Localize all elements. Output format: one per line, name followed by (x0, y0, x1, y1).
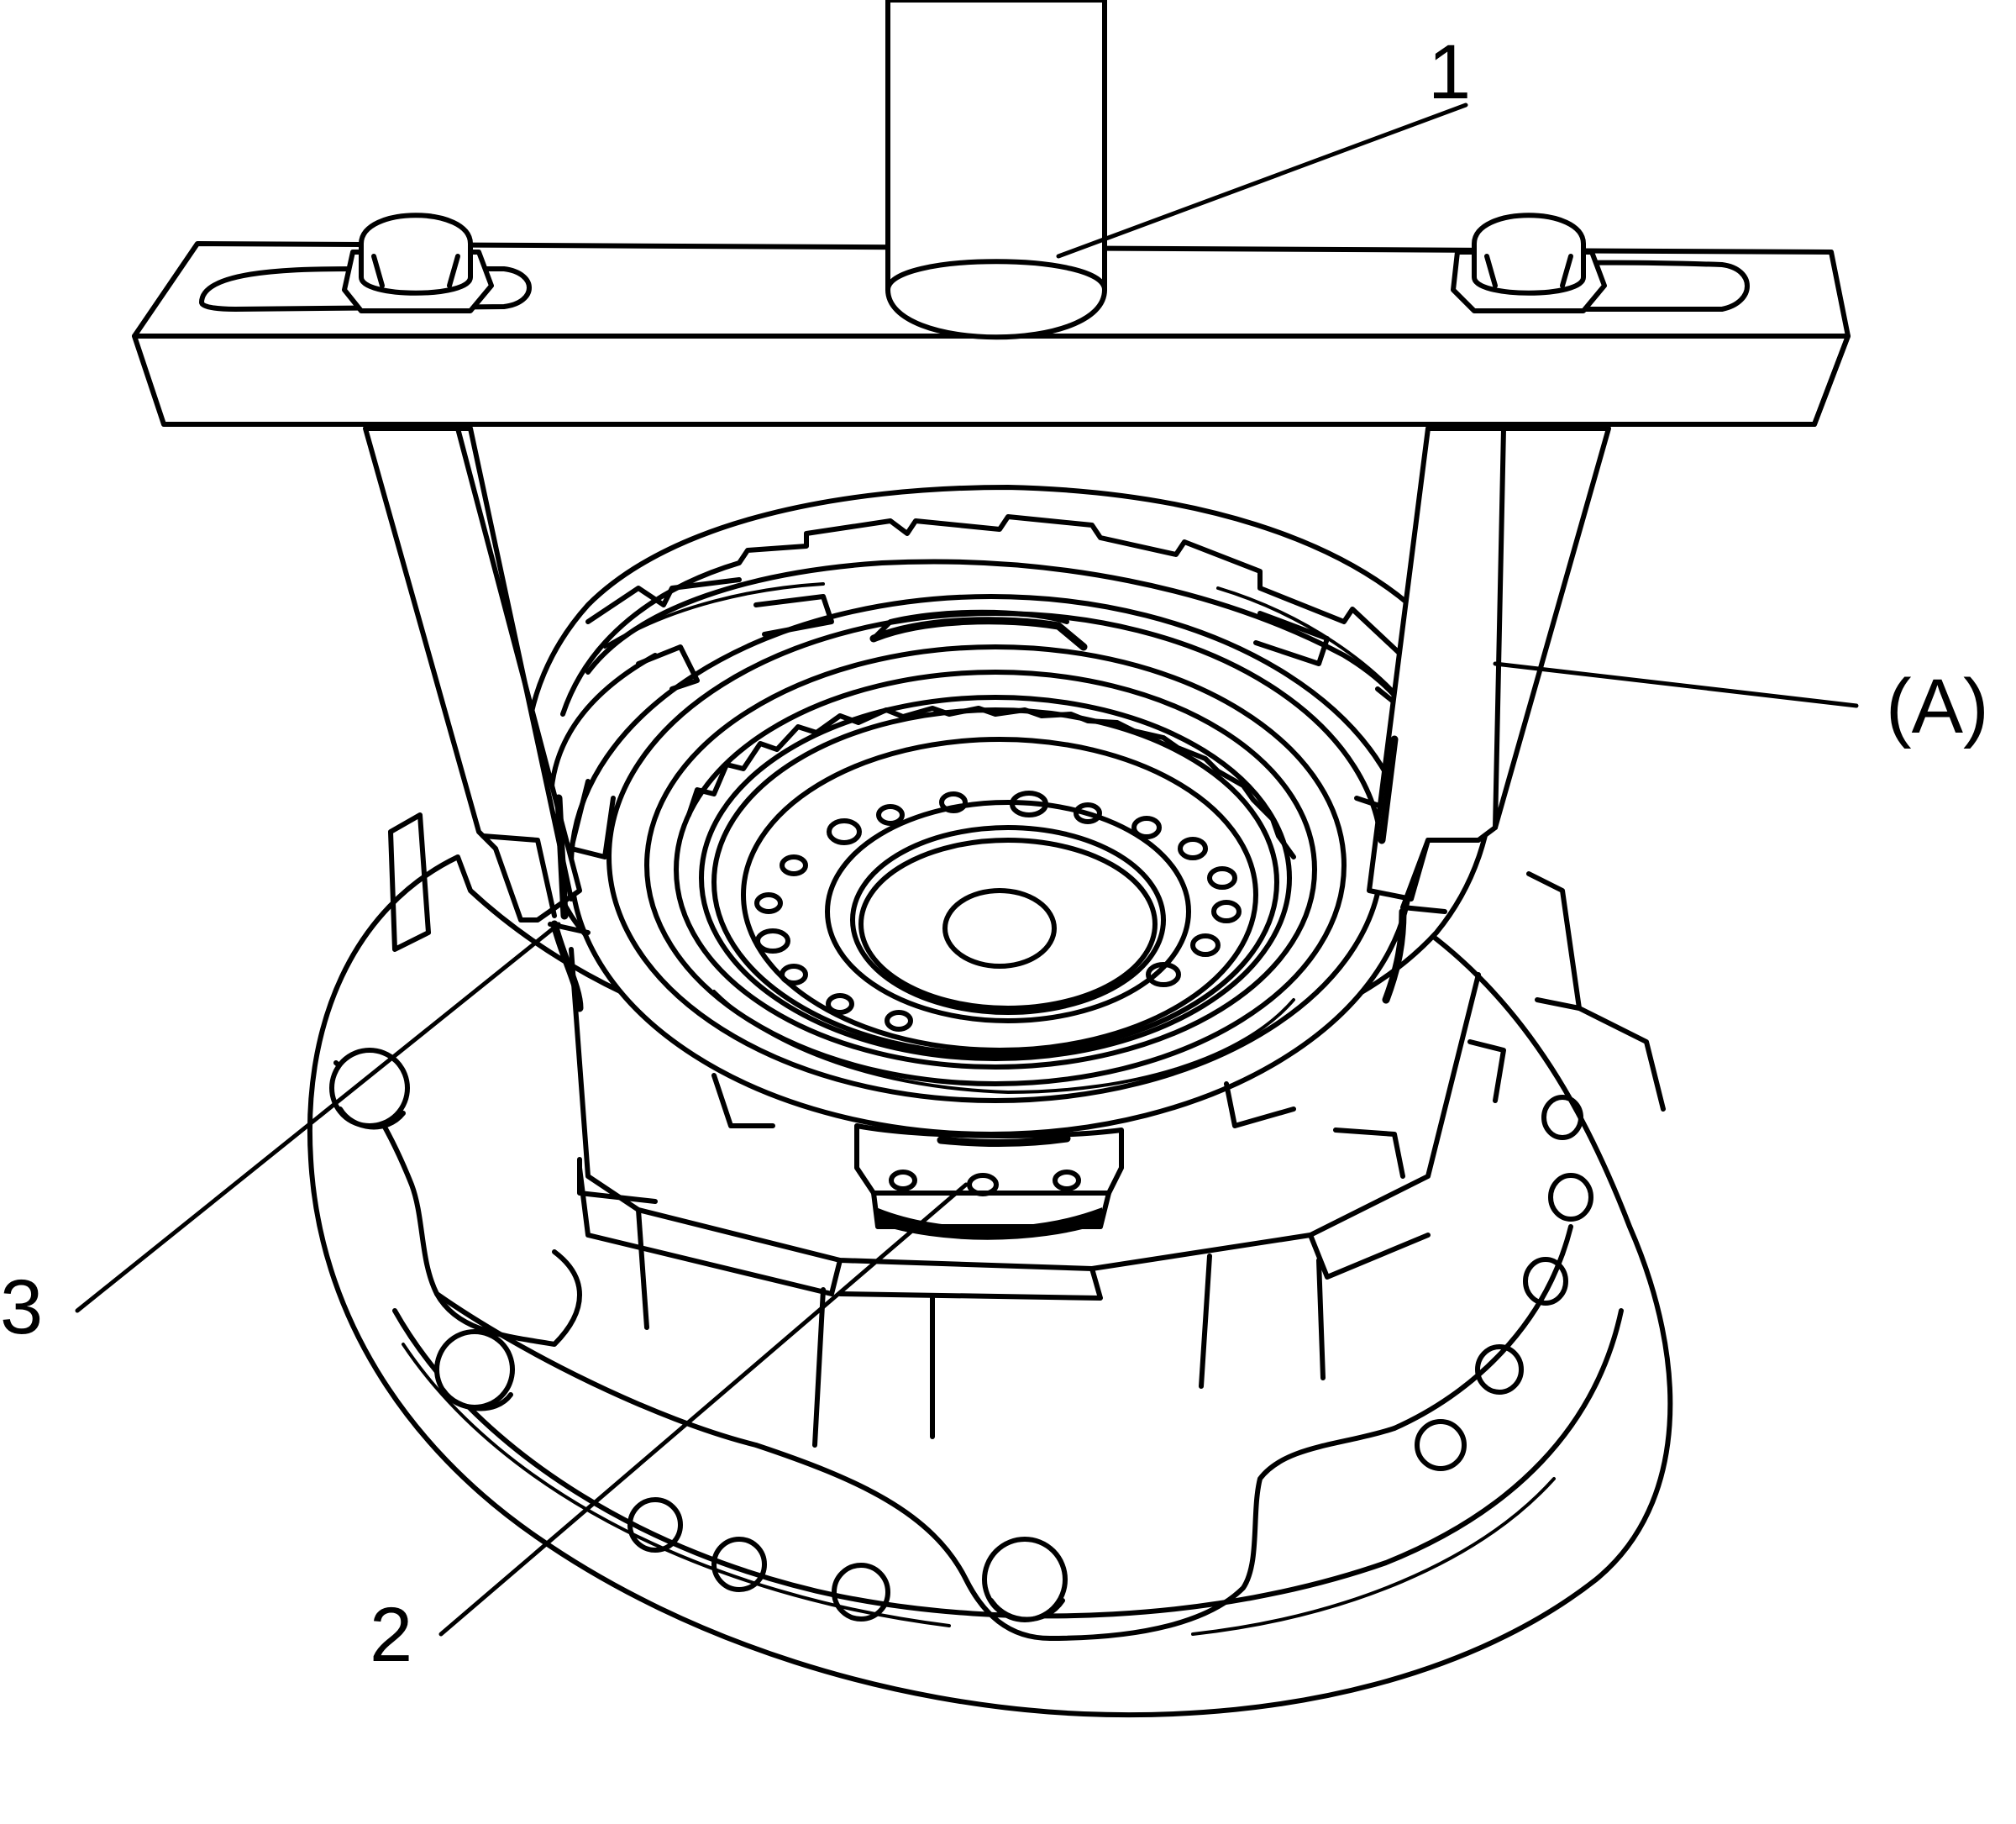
leader-1 (1056, 103, 1468, 259)
special-tool-puller (132, 0, 1851, 1012)
housing-bolt-front (982, 1537, 1068, 1622)
leader-3 (75, 922, 561, 1313)
clutch-pack (569, 594, 1422, 1137)
housing-bolt-holes (627, 1095, 1593, 1622)
callout-a: (A) (1886, 664, 1989, 749)
transmission-housing (307, 812, 1673, 1718)
callout-2: 2 (370, 1592, 413, 1678)
tool-bolt-right (1451, 213, 1607, 313)
leader-2 (438, 1182, 969, 1637)
snap-ring-segment (854, 1123, 1124, 1240)
leader-a (1493, 661, 1859, 708)
housing-bolt-left (329, 1048, 410, 1130)
leader-lines (75, 103, 1859, 1637)
housing-bolt-front-left (434, 1329, 515, 1411)
callout-1: 1 (1428, 29, 1472, 115)
tool-bolt-left (342, 213, 494, 313)
callout-3: 3 (0, 1264, 44, 1350)
